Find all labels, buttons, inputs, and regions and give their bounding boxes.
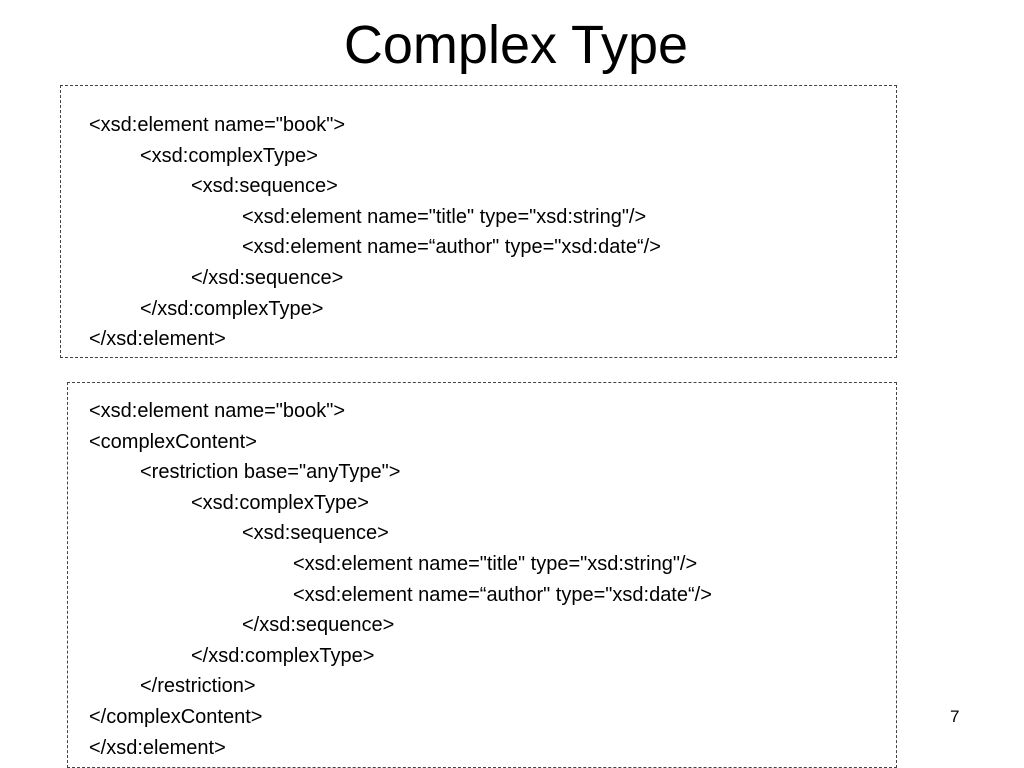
code-line-text: <complexContent> [89, 430, 257, 453]
code-line: <xsd:element name=“author" type="xsd:dat… [68, 580, 896, 611]
code-line: <xsd:element name="title" type="xsd:stri… [68, 549, 896, 580]
code-line-text: <xsd:element name=“author" type="xsd:dat… [293, 583, 712, 606]
code-line-text: </xsd:element> [89, 328, 226, 351]
code-line-text: </xsd:sequence> [242, 614, 395, 637]
code-line: <xsd:element name="book"> [68, 396, 896, 427]
code-line-text: <xsd:element name=“author" type="xsd:dat… [242, 236, 661, 259]
code-line-text: <xsd:complexType> [191, 491, 369, 514]
code-line: <xsd:complexType> [61, 141, 896, 172]
code-box-complex-content: <xsd:element name="book"> <complexConten… [67, 382, 897, 768]
code-line-text: <xsd:element name="book"> [89, 114, 346, 136]
code-line: <complexContent> [68, 427, 896, 458]
code-line-text: </complexContent> [89, 705, 263, 728]
code-line: </xsd:element> [61, 324, 896, 355]
code-line: </xsd:complexType> [61, 294, 896, 325]
code-line-text: <xsd:element name="title" type="xsd:stri… [293, 552, 698, 575]
code-line: <xsd:element name="title" type="xsd:stri… [61, 202, 896, 233]
code-line-text: </xsd:complexType> [140, 297, 324, 320]
slide-title: Complex Type [343, 15, 689, 75]
code-line: <xsd:sequence> [61, 171, 896, 202]
code-line: </xsd:element> [68, 733, 896, 764]
code-line: </xsd:complexType> [68, 641, 896, 672]
code-line: </xsd:sequence> [68, 610, 896, 641]
code-line-text: </xsd:sequence> [191, 266, 344, 289]
page-number: 7 [950, 707, 960, 726]
code-line-text: <xsd:sequence> [242, 522, 389, 545]
code-line-text: <restriction base="anyType"> [140, 461, 401, 484]
code-box-complex-type: <xsd:element name="book"> <xsd:complexTy… [60, 85, 897, 358]
code-line: </restriction> [68, 671, 896, 702]
code-line: </complexContent> [68, 702, 896, 733]
code-line-text: </xsd:complexType> [191, 644, 375, 667]
code-line: <xsd:sequence> [68, 518, 896, 549]
code-line-text: <xsd:complexType> [140, 144, 318, 167]
code-line: <xsd:element name="book"> [61, 110, 896, 141]
code-line-text: <xsd:element name="title" type="xsd:stri… [242, 205, 647, 228]
code-line-text: </restriction> [140, 675, 256, 698]
code-line: <xsd:complexType> [68, 488, 896, 519]
code-line: </xsd:sequence> [61, 263, 896, 294]
code-line-text: <xsd:element name="book"> [89, 400, 346, 422]
code-line-text: <xsd:sequence> [191, 175, 338, 198]
code-line: <xsd:element name=“author" type="xsd:dat… [61, 232, 896, 263]
code-line-text: </xsd:element> [89, 736, 226, 759]
code-line: <restriction base="anyType"> [68, 457, 896, 488]
